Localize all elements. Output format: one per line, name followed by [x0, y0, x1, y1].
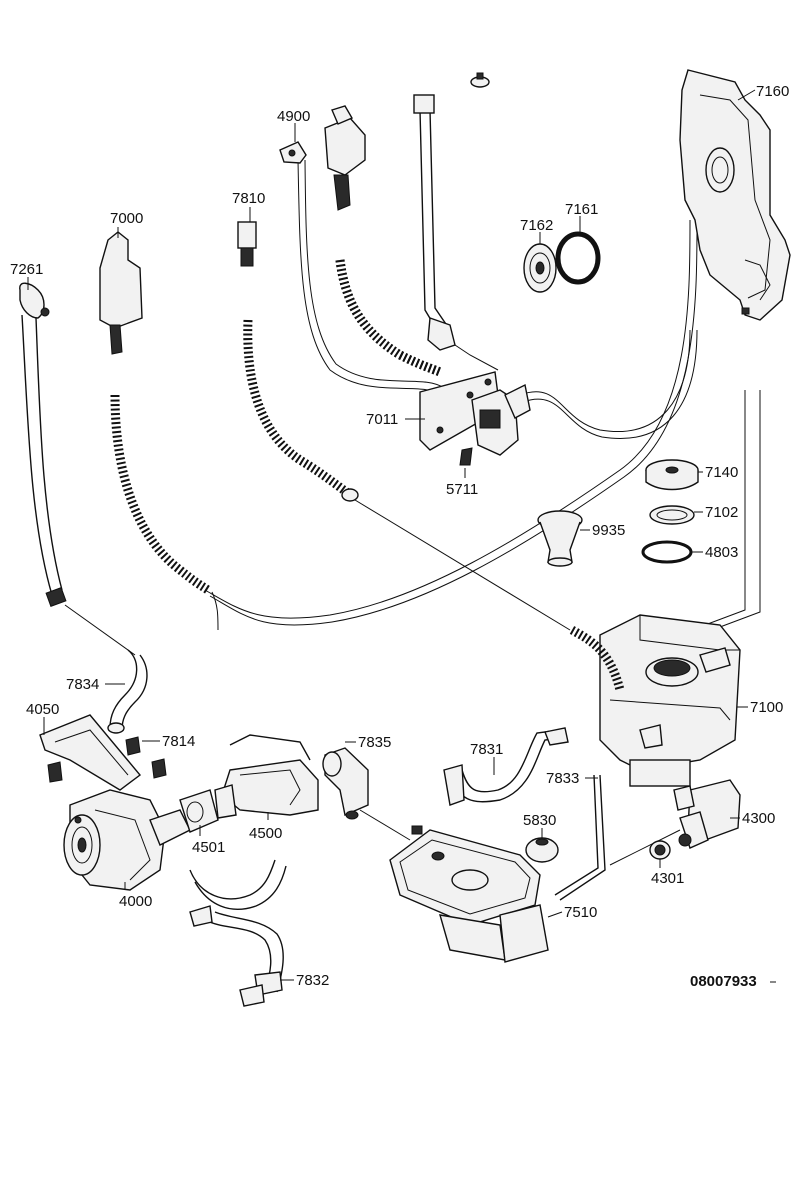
label-7510: 7510 [564, 904, 597, 921]
label-7162: 7162 [520, 217, 553, 234]
label-7833: 7833 [546, 770, 579, 787]
part-7835-elbow [322, 747, 369, 820]
part-7102-ring [649, 505, 695, 525]
part-5830-cap [525, 837, 559, 863]
label-7102: 7102 [705, 504, 738, 521]
label-9935: 9935 [592, 522, 625, 539]
label-7140: 7140 [705, 464, 738, 481]
label-7261: 7261 [10, 261, 43, 278]
top-cap [470, 72, 490, 88]
part-7162-filter [523, 243, 557, 293]
part-4300-pump [673, 779, 741, 849]
label-4000: 4000 [119, 893, 152, 910]
part-4900-valve [279, 105, 442, 377]
connecting-lines [64, 159, 761, 901]
label-7832: 7832 [296, 972, 329, 989]
label-7835: 7835 [358, 734, 391, 751]
part-4000-circulation-pump [63, 789, 191, 891]
inlet-tube [413, 94, 499, 371]
label-4501: 4501 [192, 839, 225, 856]
label-4900: 4900 [277, 108, 310, 125]
label-7160: 7160 [756, 83, 789, 100]
part-4803-seal [641, 540, 693, 564]
label-4500: 4500 [249, 825, 282, 842]
part-7814-clips [125, 736, 167, 779]
part-7834-hose [107, 649, 148, 734]
part-7000-airbreak [99, 231, 219, 631]
label-7810: 7810 [232, 190, 265, 207]
label-4050: 4050 [26, 701, 59, 718]
label-5830: 5830 [523, 812, 556, 829]
part-7261-pipe [19, 282, 67, 607]
label-7831: 7831 [470, 741, 503, 758]
label-7834: 7834 [66, 676, 99, 693]
part-9935-funnel [537, 510, 583, 567]
label-7100: 7100 [750, 699, 783, 716]
label-7814: 7814 [162, 733, 195, 750]
label-7000: 7000 [110, 210, 143, 227]
part-4501-coupling [179, 789, 219, 833]
part-4301-seal [649, 840, 671, 860]
part-7011-bracket [419, 371, 501, 451]
part-7140-cap [645, 459, 699, 491]
drawing-code: 08007933 [690, 973, 757, 990]
label-5711: 5711 [446, 481, 478, 498]
part-7160-panel [679, 69, 791, 321]
part-5711-valve [459, 383, 531, 466]
part-4050-bracket [39, 714, 142, 791]
callout-labels: 7160 4900 7810 7000 7261 7162 7161 7011 … [10, 83, 789, 990]
label-4301: 4301 [651, 870, 684, 887]
part-4500-motor [214, 734, 319, 819]
label-4300: 4300 [742, 810, 775, 827]
part-7510-sump [389, 825, 549, 963]
label-4803: 4803 [705, 544, 738, 561]
part-7810-hose [237, 221, 359, 502]
part-7831-hose [443, 727, 569, 806]
part-7832-hose [189, 859, 287, 1007]
part-7161-seal [555, 231, 601, 285]
part-7100-softener [569, 614, 741, 787]
label-7011: 7011 [366, 411, 398, 428]
label-7161: 7161 [565, 201, 598, 218]
